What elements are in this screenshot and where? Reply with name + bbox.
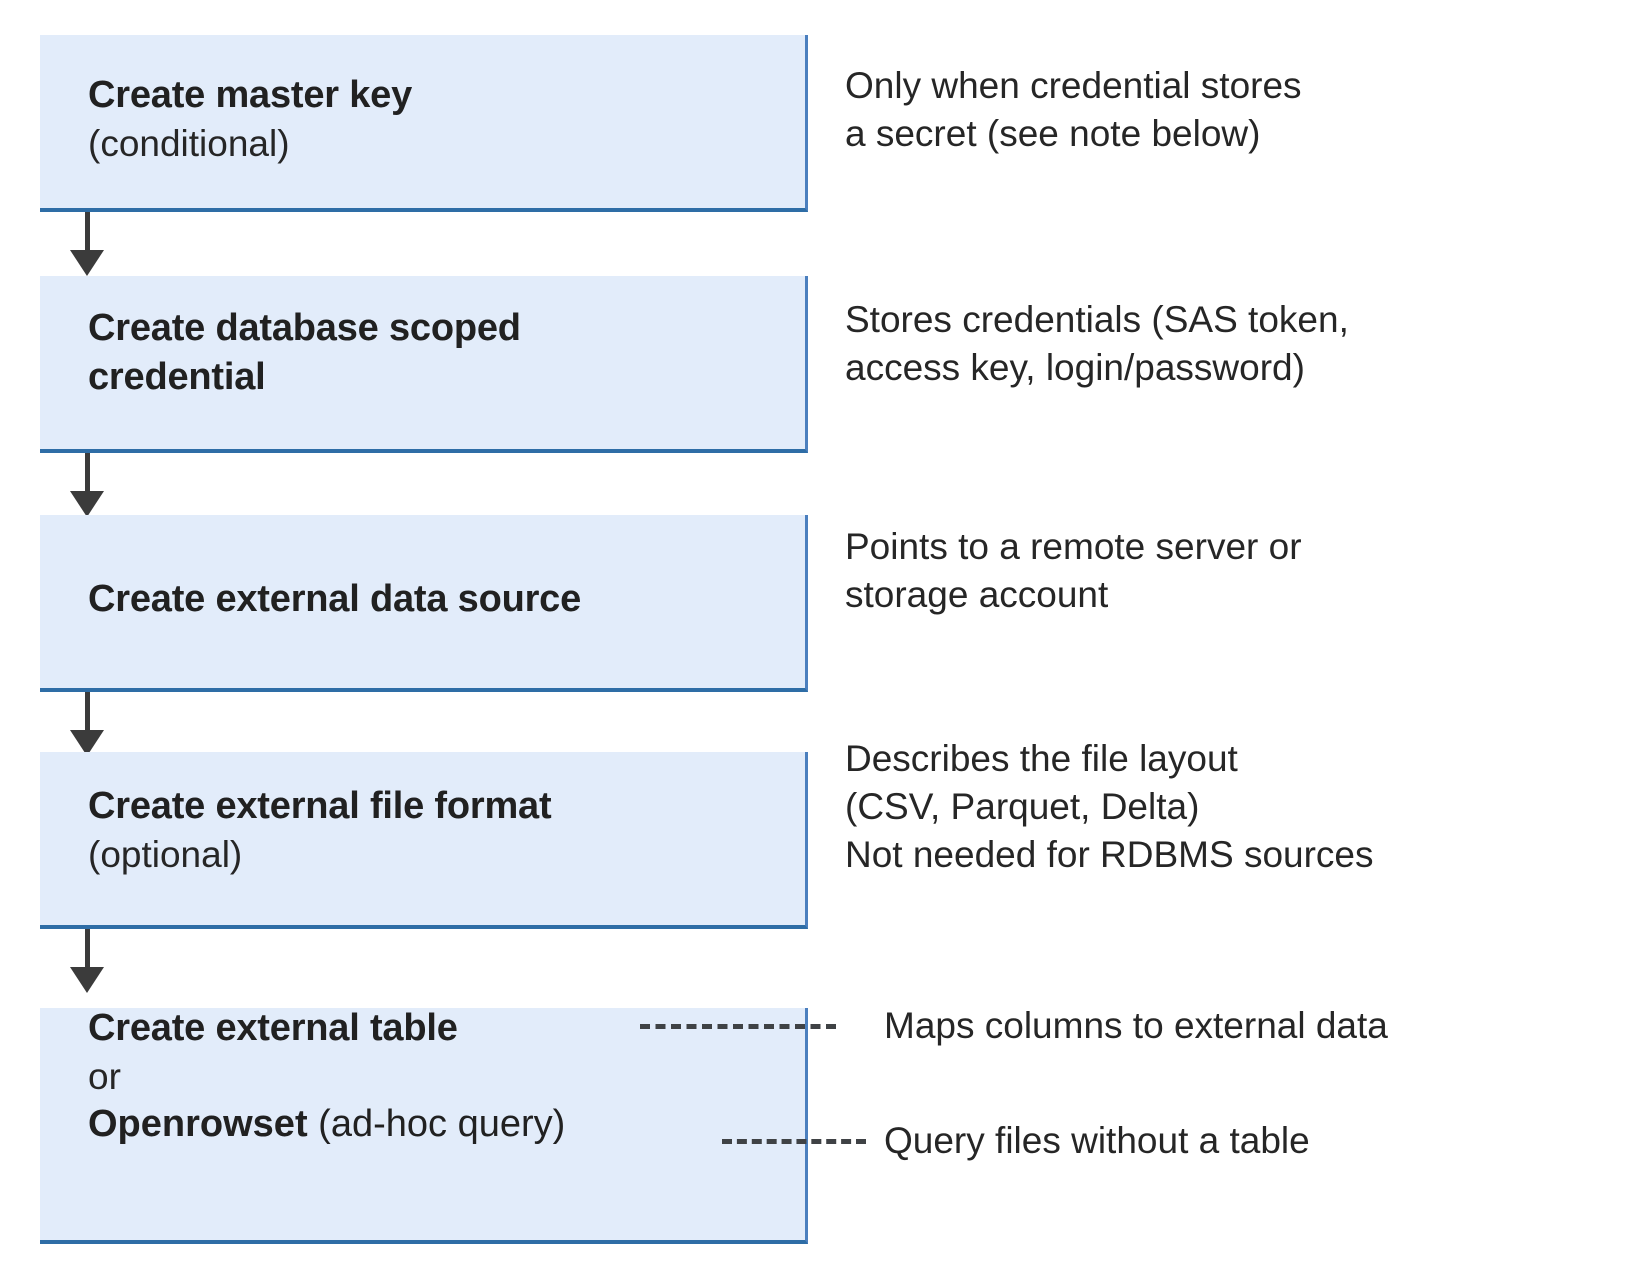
note-create-external-table: Maps columns to external data <box>884 1005 1388 1046</box>
note-create-external-data-source: Points to a remote server or storage acc… <box>845 526 1302 616</box>
arrow-step4-to-step5 <box>70 929 104 993</box>
step-title-create-external-file-format: Create external file format <box>88 785 552 827</box>
step-title-create-external-data-source: Create external data source <box>88 578 582 620</box>
note-create-external-file-format: Describes the file layout (CSV, Parquet,… <box>845 738 1374 876</box>
step-box-create-external-table-or-openrowset[interactable]: Create external table or Openrowset (ad-… <box>40 1007 808 1244</box>
openrowset-qualifier: (ad-hoc query) <box>307 1102 566 1145</box>
step-box-create-database-scoped-credential[interactable]: Create database scoped credential <box>40 276 808 453</box>
step-subtitle-create-master-key: (conditional) <box>88 122 290 164</box>
arrow-step1-to-step2 <box>70 212 104 276</box>
step-box-create-external-data-source[interactable]: Create external data source <box>40 515 808 692</box>
step-title-create-master-key: Create master key <box>88 74 413 116</box>
note-create-database-scoped-credential: Stores credentials (SAS token, access ke… <box>845 299 1349 389</box>
dashed-connector-external-table <box>640 1024 836 1029</box>
step-or-label: or <box>88 1055 121 1097</box>
step-box-create-external-file-format[interactable]: Create external file format (optional) <box>40 752 808 929</box>
step-subtitle-create-external-file-format: (optional) <box>88 833 243 875</box>
openrowset-label: Openrowset <box>88 1102 308 1145</box>
arrow-step3-to-step4 <box>70 692 104 756</box>
note-create-master-key: Only when credential stores a secret (se… <box>845 65 1302 155</box>
step-title-create-database-scoped-credential: Create database scoped credential <box>88 307 521 398</box>
note-openrowset: Query files without a table <box>884 1120 1310 1161</box>
dashed-connector-openrowset <box>722 1139 866 1144</box>
step-title-openrowset: Openrowset (ad-hoc query) <box>88 1100 795 1149</box>
arrow-step2-to-step3 <box>70 453 104 517</box>
step-title-create-external-table: Create external table <box>88 1007 458 1049</box>
step-box-create-master-key[interactable]: Create master key (conditional) <box>40 35 808 212</box>
